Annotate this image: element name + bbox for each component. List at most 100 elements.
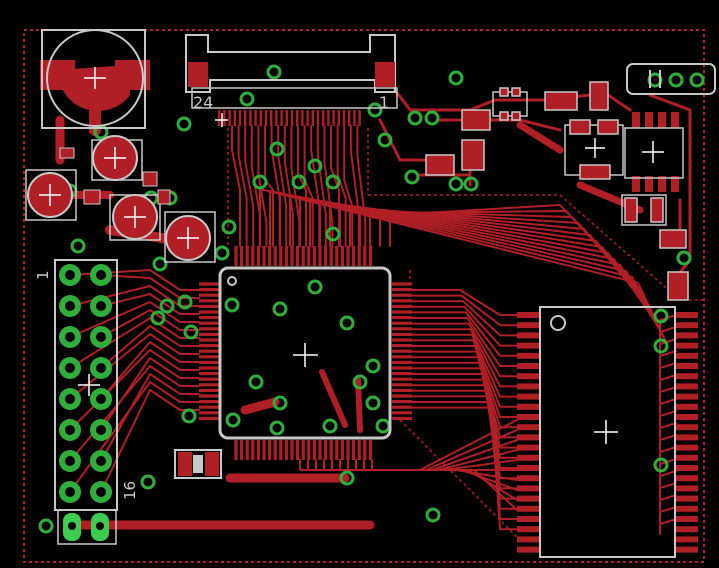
trace-header-qfp bbox=[100, 373, 200, 462]
ffc-pad bbox=[327, 110, 330, 126]
qfp-pad-top bbox=[273, 246, 277, 266]
ffc-pad bbox=[244, 110, 247, 126]
qfp-pad-right bbox=[392, 388, 412, 392]
ffc-pad bbox=[306, 110, 309, 126]
via bbox=[177, 294, 193, 310]
qfp-pad-top bbox=[290, 246, 294, 266]
header-pad-hole bbox=[65, 425, 75, 435]
qfp-pad-right bbox=[392, 416, 412, 420]
trace-ffc-qfp bbox=[277, 125, 288, 247]
tsop-pad-left bbox=[517, 485, 539, 492]
ffc-pad bbox=[223, 110, 226, 126]
ffc-pad bbox=[228, 110, 231, 126]
tsop-pad-left bbox=[517, 312, 539, 318]
tsop-pad-right bbox=[676, 454, 698, 461]
header-pin-1-label: 1 bbox=[34, 270, 52, 280]
ffc-pad bbox=[270, 110, 273, 126]
qfp-pad-bottom bbox=[301, 440, 305, 460]
qfp-pad-left bbox=[199, 338, 219, 342]
qfp-pad-bottom bbox=[268, 440, 272, 460]
qfp-pad-right bbox=[392, 310, 412, 314]
ffc-pin-right-label: 1 bbox=[379, 93, 389, 112]
trace-tsop-right bbox=[659, 470, 677, 487]
qfp-pad-bottom bbox=[329, 440, 333, 460]
soic-pad-bottom bbox=[645, 176, 653, 192]
tsop-pad-left bbox=[517, 465, 539, 471]
tsop-pad-left bbox=[517, 332, 539, 339]
tsop-pad-left bbox=[517, 526, 539, 533]
qfp-pad-top bbox=[352, 246, 356, 266]
via bbox=[224, 297, 240, 313]
tsop-pad-left bbox=[517, 434, 539, 441]
qfp-pad-left bbox=[199, 416, 219, 420]
qfp-pad-bottom bbox=[256, 440, 260, 460]
qfp-pad-left bbox=[199, 310, 219, 314]
ffc-pad bbox=[275, 110, 278, 126]
qfp-pad-top bbox=[340, 246, 344, 266]
qfp-pad-top bbox=[301, 246, 305, 266]
via bbox=[425, 507, 441, 523]
tsop-pad-left bbox=[517, 342, 539, 349]
via bbox=[269, 141, 285, 157]
tsop-pad-right bbox=[676, 536, 698, 543]
mcu-qfp bbox=[218, 266, 392, 440]
ffc-pin-left-label: 24 bbox=[193, 93, 213, 112]
tsop-pad-right bbox=[676, 424, 698, 431]
tsop-pad-left bbox=[517, 393, 539, 400]
qfp-pad-left bbox=[199, 327, 219, 331]
tsop-pad-right bbox=[676, 526, 698, 533]
smd-pads bbox=[59, 110, 698, 553]
jumper bbox=[57, 509, 117, 545]
trace-qfp-tsop bbox=[411, 317, 518, 367]
via bbox=[407, 110, 423, 126]
qfp-pad-bottom bbox=[296, 440, 300, 460]
tsop-pad-left bbox=[517, 475, 539, 482]
soic-pad-bottom bbox=[632, 176, 640, 192]
qfp-pad-left bbox=[199, 282, 219, 286]
via bbox=[269, 420, 285, 436]
trace-ffc-qfp bbox=[316, 125, 327, 247]
qfp-pad-bottom bbox=[357, 440, 361, 460]
qfp-pad-right bbox=[392, 360, 412, 364]
via bbox=[365, 395, 381, 411]
qfp-pad-top bbox=[268, 246, 272, 266]
passive-small-pads bbox=[59, 147, 171, 205]
via bbox=[448, 176, 464, 192]
via bbox=[266, 64, 282, 80]
via bbox=[339, 315, 355, 331]
via bbox=[183, 324, 199, 340]
qfp-pad-bottom bbox=[273, 440, 277, 460]
qfp-pad-top bbox=[363, 246, 367, 266]
trace-qfp-top-right bbox=[259, 188, 667, 343]
trace-qfp-tsop bbox=[411, 311, 518, 357]
trace-qfp-bottom bbox=[371, 459, 518, 511]
qfp-pad-bottom bbox=[279, 440, 283, 460]
via bbox=[70, 238, 86, 254]
qfp-pad-right bbox=[392, 394, 412, 398]
qfp-pad-left bbox=[199, 411, 219, 415]
qfp-pad-right bbox=[392, 400, 412, 404]
header-pad-hole bbox=[65, 394, 75, 404]
via bbox=[214, 245, 230, 261]
tsop-pad-right bbox=[676, 373, 698, 380]
ffc-pad bbox=[316, 110, 320, 126]
tsop-pad-left bbox=[517, 403, 539, 410]
header-pad-hole bbox=[65, 332, 75, 342]
tsop-pad-right bbox=[676, 444, 698, 451]
via bbox=[653, 457, 669, 473]
tsop-pad-left bbox=[517, 444, 539, 451]
tsop-pad-left bbox=[517, 454, 539, 461]
via bbox=[150, 310, 166, 326]
trace-header-qfp bbox=[69, 349, 200, 431]
trace-top-right bbox=[606, 93, 632, 112]
qfp-pad-bottom bbox=[290, 440, 294, 460]
qfp-pad-left bbox=[199, 332, 219, 336]
ffc-connector: 24 1 bbox=[185, 34, 398, 127]
tsop-chip bbox=[539, 306, 676, 558]
tsop-pad-right bbox=[676, 352, 698, 359]
via bbox=[225, 412, 241, 428]
tsop-pad-right bbox=[676, 505, 698, 512]
trace-top-right bbox=[648, 93, 692, 277]
qfp-pad-bottom bbox=[262, 440, 266, 460]
